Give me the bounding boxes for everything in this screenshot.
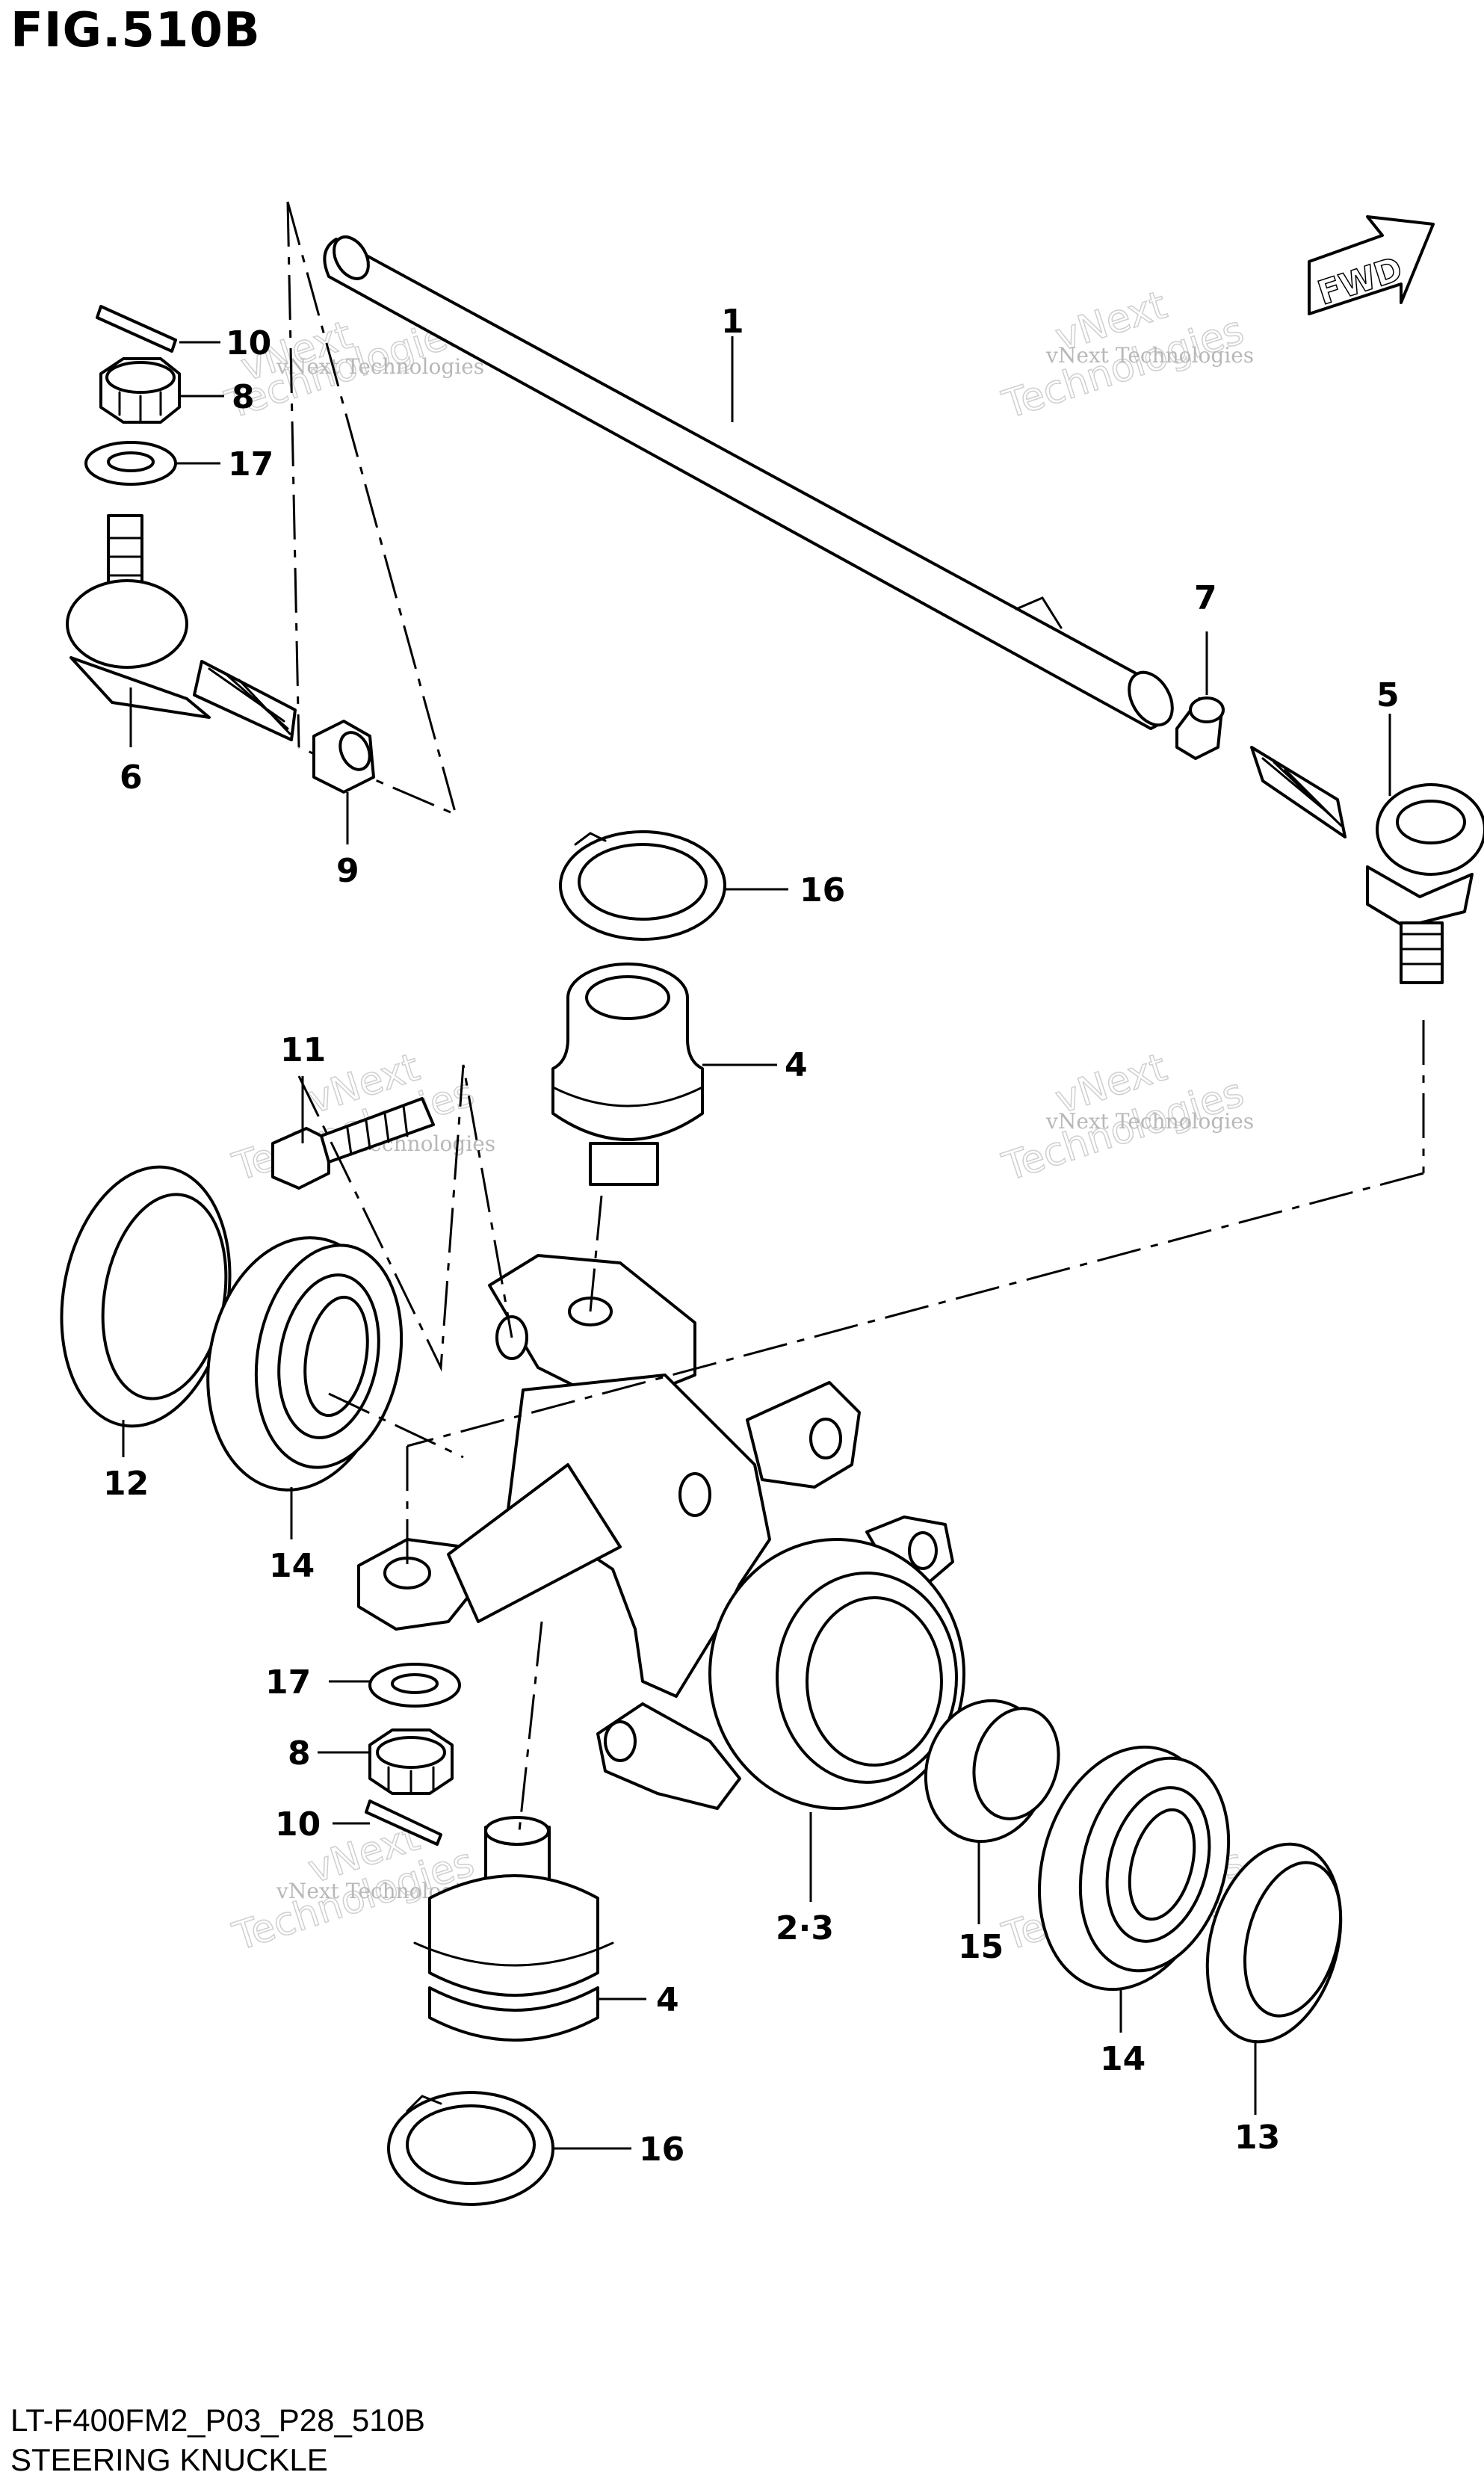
oil-seal-right	[1205, 1842, 1343, 2044]
callout-17-top: 17	[228, 445, 273, 483]
spacer	[924, 1699, 1060, 1844]
callout-5: 5	[1376, 676, 1400, 714]
callout-4-bottom: 4	[656, 1981, 679, 2019]
ball-joint-bottom	[413, 1816, 614, 2042]
bearing-left	[206, 1236, 404, 1492]
callout-9: 9	[336, 852, 359, 890]
callout-6: 6	[120, 758, 143, 797]
steering-knuckle	[357, 1254, 965, 1810]
callout-8-top: 8	[232, 378, 255, 416]
tie-rod-bushing	[312, 720, 375, 794]
cotter-pin-top	[96, 305, 177, 353]
washer-top	[84, 441, 177, 486]
callout-1: 1	[721, 303, 744, 341]
callout-10-bottom: 10	[275, 1805, 321, 1844]
model-code: LT-F400FM2_P03_P28_510B	[10, 2403, 425, 2438]
figure-title: FIG.510B	[10, 3, 261, 58]
callout-16-top: 16	[800, 871, 845, 909]
callout-2-3: 2·3	[776, 1909, 834, 1947]
tie-rod-end-left	[66, 514, 297, 741]
castle-nut-bottom	[368, 1728, 454, 1795]
tie-rod-lock-nut	[1175, 696, 1225, 760]
assembly-line	[406, 1172, 1424, 1447]
assembly-line	[297, 1064, 513, 1372]
assembly-line	[286, 201, 300, 748]
callout-11: 11	[280, 1031, 326, 1069]
watermark-small: vNext Technologies	[1045, 1109, 1254, 1134]
callout-14-left: 14	[269, 1547, 315, 1585]
callout-labels: 1 5 7 10 8 17 6 9 16 4 11 12 14 17 8 10 …	[103, 303, 1400, 2169]
oil-seal-left	[60, 1165, 232, 1428]
circlip-top	[559, 830, 726, 941]
callout-14-right: 14	[1100, 2040, 1146, 2078]
watermark-small: vNext Technologies	[1045, 343, 1254, 368]
callout-16-bottom: 16	[639, 2131, 684, 2169]
knuckle-bolt	[271, 1097, 435, 1190]
callout-13: 13	[1234, 2119, 1280, 2157]
tie-rod	[323, 235, 1174, 730]
callout-10-top: 10	[226, 324, 271, 362]
callout-15: 15	[958, 1928, 1004, 1966]
circlip-bottom	[387, 2091, 554, 2206]
fwd-arrow-icon: FWD	[1308, 215, 1435, 315]
assembly-line	[328, 1392, 464, 1459]
callout-8-bottom: 8	[288, 1734, 311, 1773]
castle-nut-top	[99, 357, 181, 424]
leader-lines	[122, 336, 1391, 2150]
washer-bottom	[368, 1663, 461, 1708]
callout-7: 7	[1194, 579, 1217, 617]
ball-joint-top	[551, 963, 704, 1186]
bearing-right	[1037, 1745, 1231, 1992]
callout-12: 12	[103, 1465, 149, 1503]
tie-rod-end-right	[1250, 746, 1484, 984]
assembly-line	[589, 1195, 603, 1312]
callout-17-bottom: 17	[265, 1663, 311, 1702]
watermark-small: vNext Technologies	[276, 354, 484, 379]
figure-caption: STEERING KNUCKLE	[10, 2442, 328, 2477]
assembly-line	[518, 1621, 543, 1832]
callout-4-top: 4	[785, 1046, 808, 1084]
cotter-pin-bottom	[365, 1799, 442, 1846]
